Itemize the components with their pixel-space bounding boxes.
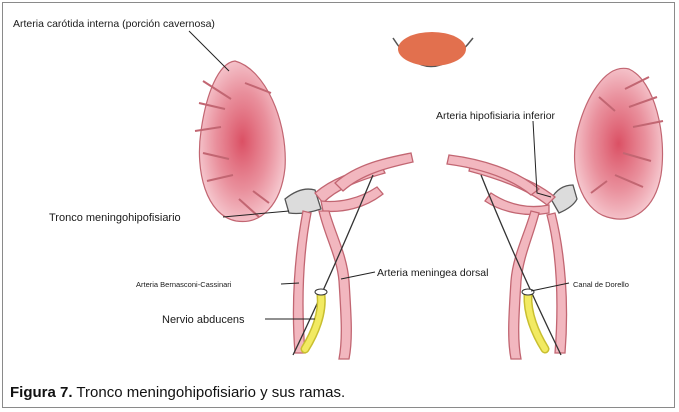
figure-caption-text: Tronco meningohipofisiario y sus ramas. bbox=[73, 384, 346, 401]
anatomical-illustration: Arteria carótida interna (porción cavern… bbox=[3, 3, 676, 409]
right-meningohypophyseal-trunk bbox=[447, 155, 577, 359]
left-meningohypophyseal-trunk bbox=[285, 153, 413, 359]
right-carotid-artery bbox=[575, 68, 663, 219]
label-trunk: Tronco meningohipofisiario bbox=[49, 212, 181, 224]
label-dorsal-meningeal: Arteria meningea dorsal bbox=[377, 267, 488, 279]
pituitary-gland bbox=[393, 32, 473, 67]
figure-number: Figura 7. bbox=[10, 384, 73, 401]
left-carotid-artery bbox=[195, 61, 285, 222]
label-hypophyseal: Arteria hipofisiaria inferior bbox=[436, 110, 556, 122]
label-abducens: Nervio abducens bbox=[162, 314, 245, 326]
figure-caption: Figura 7. Tronco meningohipofisiario y s… bbox=[10, 384, 345, 401]
label-carotid: Arteria carótida interna (porción cavern… bbox=[13, 18, 215, 30]
figure-frame: Arteria carótida interna (porción cavern… bbox=[2, 2, 675, 408]
label-dorello: Canal de Dorello bbox=[573, 280, 629, 289]
label-bernasconi: Arteria Bernasconi-Cassinari bbox=[136, 280, 232, 289]
